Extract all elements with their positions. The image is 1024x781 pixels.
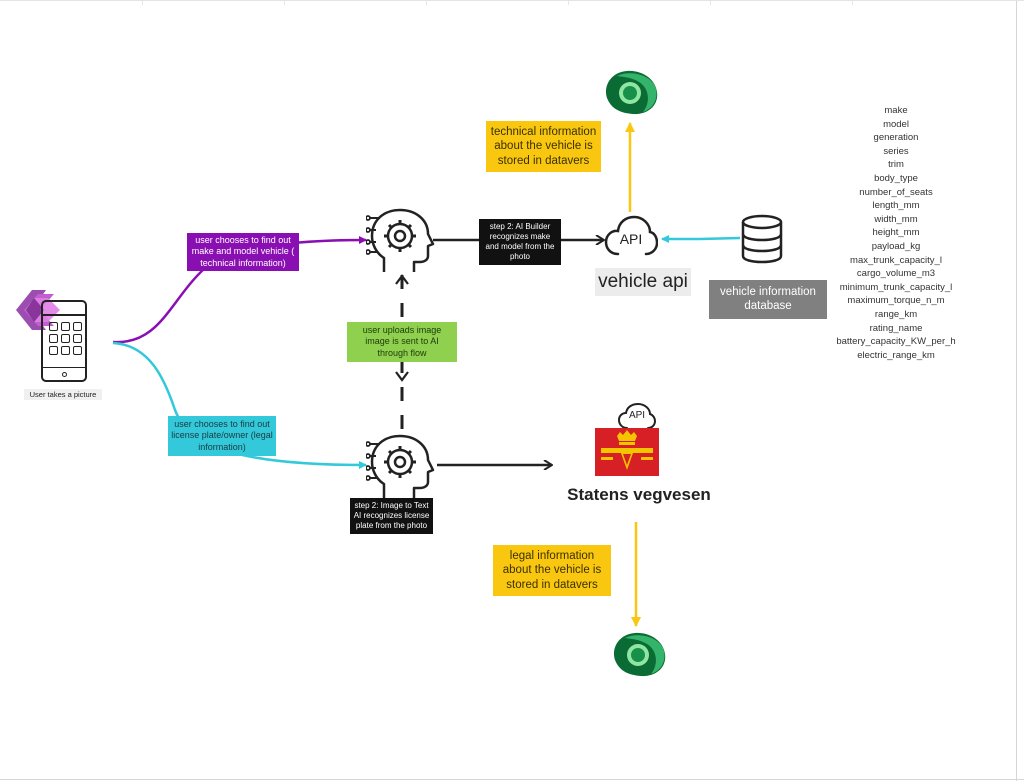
image-to-text-step-label: step 2: Image to Text AI recognizes lice… <box>350 498 433 534</box>
field-item: battery_capacity_KW_per_h <box>836 336 956 348</box>
grid-tick <box>710 1 711 5</box>
field-item: length_mm <box>872 200 920 212</box>
field-item: maximum_torque_n_m <box>847 295 945 307</box>
grid-tick <box>568 1 569 5</box>
db-to-api-connector <box>661 235 741 243</box>
field-item: minimum_trunk_capacity_l <box>839 281 953 293</box>
grid-tick <box>426 1 427 5</box>
dataverse-logo <box>605 70 658 115</box>
field-item: make <box>884 105 908 116</box>
field-item: number_of_seats <box>859 186 933 198</box>
dashed-arrowhead-down <box>395 371 409 382</box>
power-apps-logo <box>16 290 60 330</box>
dashed-arrowhead-up <box>395 274 409 285</box>
smartphone-icon <box>41 300 87 382</box>
field-item: cargo_volume_m3 <box>856 268 936 280</box>
upload-note: user uploads image image is sent to AI t… <box>347 322 457 362</box>
field-item: range_km <box>874 308 918 320</box>
grid-tick <box>284 1 285 5</box>
statens-vegvesen-logo <box>595 428 659 476</box>
legal-branch-label: user chooses to find out license plate/o… <box>168 416 276 456</box>
database-label: vehicle information database <box>709 280 827 319</box>
database-icon <box>741 214 783 264</box>
statens-api-badge: API <box>628 410 646 421</box>
dataverse-logo <box>613 632 666 677</box>
ai-builder-step-label: step 2: AI Builder recognizes make and m… <box>479 219 561 265</box>
grid-tick <box>852 1 853 5</box>
field-item: max_trunk_capacity_l <box>850 254 942 266</box>
start-caption: User takes a picture <box>24 389 102 401</box>
frame-border <box>1016 1 1017 781</box>
statens-vegvesen-label: Statens vegvesen <box>567 485 711 504</box>
field-item: generation <box>873 132 919 144</box>
field-item: body_type <box>874 172 918 184</box>
field-item: model <box>883 118 909 130</box>
field-item: trim <box>888 159 904 171</box>
technical-storage-note: technical information about the vehicle … <box>486 121 601 173</box>
vehicle-api-badge: API <box>619 231 643 247</box>
cloud-api-icon <box>617 402 657 429</box>
field-item: payload_kg <box>871 240 921 252</box>
field-item: electric_range_km <box>857 349 935 361</box>
field-item: width_mm <box>874 213 918 225</box>
cloud-api-icon <box>604 215 658 256</box>
vehicle-api-label: vehicle api <box>595 268 691 296</box>
technical-branch-label: user chooses to find out make and model … <box>187 233 299 271</box>
field-item: height_mm <box>872 227 920 239</box>
field-item: rating_name <box>869 322 923 334</box>
ai-head-gear-icon <box>366 208 435 272</box>
ai-head-gear-icon <box>366 434 435 498</box>
field-item: series <box>883 145 909 157</box>
grid-tick <box>142 1 143 5</box>
legal-storage-note: legal information about the vehicle is s… <box>493 545 611 597</box>
